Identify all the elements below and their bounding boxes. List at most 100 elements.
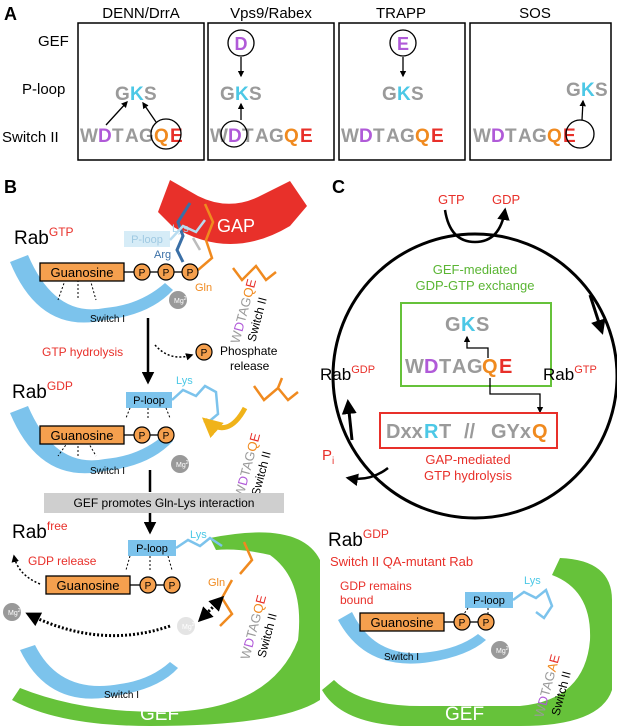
gks-sos: G K S bbox=[566, 80, 608, 101]
ploop-box-faded bbox=[124, 231, 170, 247]
svg-text:T: T bbox=[112, 126, 124, 147]
svg-text:D: D bbox=[424, 356, 438, 378]
gln-label: Gln bbox=[195, 282, 212, 294]
mg-gln-arrow bbox=[197, 595, 225, 623]
svg-text:T: T bbox=[505, 126, 517, 147]
svg-text:S: S bbox=[595, 80, 608, 101]
svg-text:G: G bbox=[532, 126, 547, 147]
svg-text:P: P bbox=[163, 431, 170, 442]
svg-text:P: P bbox=[459, 618, 466, 629]
svg-text:G: G bbox=[445, 314, 461, 336]
svg-text:P: P bbox=[169, 581, 176, 592]
svg-text:A: A bbox=[518, 126, 532, 147]
svg-text:E: E bbox=[431, 126, 444, 147]
gef-label-b: GEF bbox=[140, 704, 179, 725]
d-gdp-remains-1: GDP remains bbox=[340, 579, 412, 593]
lys-chain-gdp bbox=[171, 384, 220, 425]
svg-text:S: S bbox=[249, 84, 262, 105]
svg-text:G: G bbox=[382, 84, 397, 105]
svg-text:A: A bbox=[255, 126, 269, 147]
svg-text:G: G bbox=[269, 126, 284, 147]
switch1-arc-3 bbox=[20, 645, 178, 699]
gap-motif-box bbox=[379, 412, 558, 449]
col-title-sos: SOS bbox=[519, 5, 551, 22]
rab-gtp-cycle-label: RabGTP bbox=[543, 364, 597, 384]
switch2-label-free: WDTAGQE Switch II bbox=[237, 593, 279, 661]
svg-text:K: K bbox=[397, 84, 411, 105]
svg-text:G: G bbox=[115, 84, 130, 105]
phosphate-3b bbox=[163, 576, 181, 594]
released-phosphate bbox=[195, 343, 213, 361]
box-sos bbox=[469, 22, 612, 161]
d-lys-chain bbox=[512, 587, 554, 620]
svg-text:WDTAGQE: WDTAGQE bbox=[231, 431, 263, 499]
svg-text:T: T bbox=[373, 126, 385, 147]
gef-mediated-line2: GDP-GTP exchange bbox=[416, 278, 535, 293]
pi-release-arrow bbox=[345, 467, 389, 486]
vps9-d-circle bbox=[227, 29, 255, 57]
d-gdp-remains-2: bound bbox=[340, 593, 373, 607]
denn-qe-circle bbox=[150, 118, 182, 150]
gef-mediated-line1: GEF-mediated bbox=[433, 262, 518, 277]
box-denn bbox=[77, 22, 205, 161]
lys-label-gdp: Lys bbox=[176, 375, 193, 387]
switch1-arc-1 bbox=[10, 255, 173, 323]
mg-ion-2 bbox=[171, 455, 189, 473]
d-ploop-box bbox=[465, 592, 513, 608]
svg-text:P: P bbox=[187, 268, 194, 279]
gks-vps9: G K S bbox=[220, 84, 262, 105]
mg-ion-1 bbox=[169, 291, 187, 309]
col-title-vps9: Vps9/Rabex bbox=[230, 5, 312, 22]
q-to-k-arrow bbox=[463, 335, 489, 358]
box-trapp bbox=[338, 22, 466, 161]
svg-text:P: P bbox=[139, 431, 146, 442]
switch2-label-gtp: WDTAGQE Switch II bbox=[227, 277, 269, 345]
phosphate-release-arrow bbox=[154, 344, 194, 361]
switch2-label-gdp: WDTAGQE Switch II bbox=[231, 431, 273, 499]
mg-ion-faded bbox=[177, 617, 195, 635]
gln-chain-free-2 bbox=[239, 541, 254, 575]
gdp-release-label: GDP release bbox=[28, 554, 97, 568]
svg-text:Mg2+: Mg2+ bbox=[496, 646, 512, 655]
yellow-arrow bbox=[201, 406, 248, 439]
svg-text:A: A bbox=[125, 126, 139, 147]
lys-chain-free bbox=[175, 536, 223, 550]
gef-shape-b bbox=[12, 532, 320, 726]
sos-arrow bbox=[579, 99, 586, 121]
arg-label: Arg bbox=[154, 249, 171, 261]
mg-release-arrow bbox=[25, 612, 171, 638]
svg-text:G: G bbox=[139, 126, 154, 147]
gef-shape-d bbox=[322, 558, 612, 726]
gef-promotes-box bbox=[44, 493, 284, 513]
d-phosphate-b bbox=[477, 613, 495, 631]
svg-text://: // bbox=[464, 421, 476, 443]
phosphate-2b bbox=[157, 426, 175, 444]
rab-free-label: Rabfree bbox=[12, 519, 68, 543]
svg-text:GYx: GYx bbox=[491, 421, 531, 443]
svg-text:Q: Q bbox=[284, 126, 299, 147]
rab-gdp-label: RabGDP bbox=[12, 379, 73, 403]
gef-label-d: GEF bbox=[445, 704, 484, 725]
gap-mediated-line2: GTP hydrolysis bbox=[424, 468, 512, 483]
d-title: Switch II QA-mutant Rab bbox=[330, 554, 473, 569]
svg-text:E: E bbox=[300, 126, 313, 147]
mg-ion-3 bbox=[3, 603, 21, 621]
svg-text:K: K bbox=[130, 84, 144, 105]
svg-text:Q: Q bbox=[154, 126, 169, 147]
svg-text:G: G bbox=[400, 126, 415, 147]
lys-chain-faded bbox=[169, 219, 206, 241]
svg-text:WDTAGAE: WDTAGAE bbox=[531, 652, 562, 719]
rab-gdp-cycle-label: RabGDP bbox=[320, 364, 375, 384]
svg-text:Mg2+: Mg2+ bbox=[8, 608, 24, 617]
svg-text:Mg2+: Mg2+ bbox=[182, 622, 198, 631]
box-vps9 bbox=[207, 22, 335, 161]
gks-denn: G K S bbox=[115, 84, 157, 105]
gdp-release-arrow bbox=[11, 554, 41, 585]
svg-text:Dxx: Dxx bbox=[386, 421, 423, 443]
guanosine-label-2: Guanosine bbox=[51, 428, 114, 443]
gtp-hydrolysis-label: GTP hydrolysis bbox=[42, 345, 123, 359]
switch1-label-2: Switch I bbox=[90, 466, 125, 477]
ploop-label-faded: P-loop bbox=[131, 234, 163, 246]
phosphate-release-label-1: Phosphate bbox=[220, 344, 278, 358]
